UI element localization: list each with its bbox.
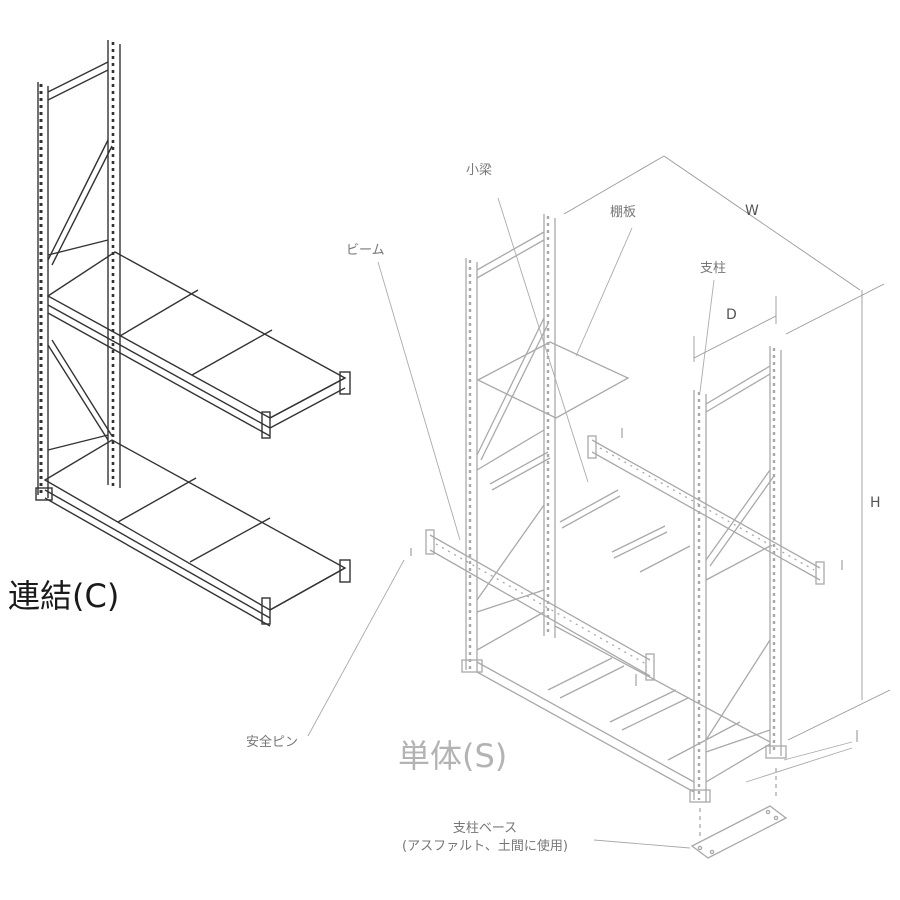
title-single: 単体(S) xyxy=(398,737,508,775)
dimension-w: W xyxy=(745,203,759,219)
post-back-right xyxy=(107,40,121,488)
label-post-base-title: 支柱ベース xyxy=(452,821,518,836)
post-back-right-s xyxy=(769,346,782,756)
label-beam: ビーム xyxy=(346,243,385,258)
front-beam xyxy=(425,529,655,681)
label-shelf-board: 棚板 xyxy=(610,205,637,220)
label-post: 支柱 xyxy=(700,261,727,276)
single-rack xyxy=(410,214,858,803)
label-beam-small: 小梁 xyxy=(466,163,493,178)
post-back-left xyxy=(37,82,49,498)
dimension-d: D xyxy=(726,307,737,323)
label-post-base-note: (アスファルト、土間に使用) xyxy=(402,838,568,854)
label-safety-pin: 安全ピン xyxy=(246,735,299,750)
post-base-plate xyxy=(690,768,788,859)
small-beams xyxy=(489,451,691,573)
lower-shelf xyxy=(43,439,351,627)
post-back-left-s xyxy=(543,214,556,638)
leader-lines xyxy=(307,197,853,849)
label-post-base: 支柱ベース (アスファルト、土間に使用) xyxy=(370,820,600,855)
connected-rack xyxy=(35,40,351,627)
dimension-lines xyxy=(563,155,891,741)
upper-shelf xyxy=(46,251,351,439)
shelf-board-plate xyxy=(476,341,630,419)
title-connected: 連結(C) xyxy=(8,577,120,615)
dimension-h: H xyxy=(870,495,881,511)
post-front-left xyxy=(465,258,478,672)
back-beam xyxy=(587,435,825,585)
post-front-right xyxy=(693,390,707,802)
